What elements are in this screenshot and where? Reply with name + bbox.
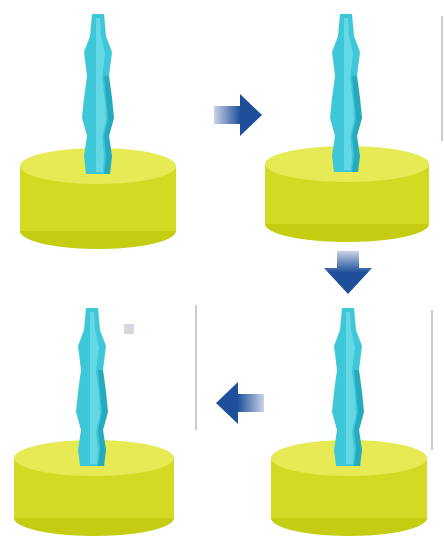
column-on-base-illustration <box>271 308 433 536</box>
arrow-left-icon <box>216 382 264 424</box>
column-highlight <box>346 312 356 464</box>
column-shade <box>352 76 362 172</box>
frame-marker <box>124 324 134 334</box>
arrow-down-icon <box>324 251 372 294</box>
panel-bottom-left <box>6 300 206 550</box>
arrow-right-icon <box>214 94 262 136</box>
column-shade <box>104 76 114 174</box>
column-highlight <box>344 18 354 170</box>
column-shade <box>98 370 108 466</box>
panel-top-left <box>8 6 208 256</box>
column-on-base-illustration <box>14 305 197 536</box>
column-on-base-illustration <box>265 14 443 242</box>
column-highlight <box>96 18 106 172</box>
panel-bottom-right <box>264 300 444 550</box>
column-on-base-illustration <box>20 14 176 249</box>
column-shade <box>354 370 364 466</box>
panel-top-right <box>252 6 444 256</box>
column-highlight <box>90 312 100 464</box>
